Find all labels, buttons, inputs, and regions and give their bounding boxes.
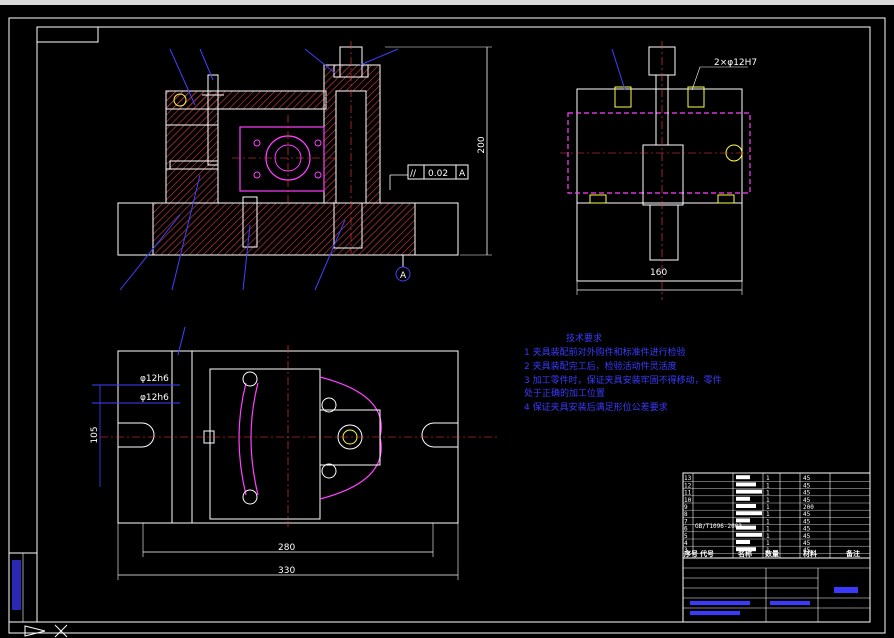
parts-row-qty: 1: [766, 475, 770, 482]
parts-row-qty: 1: [766, 497, 770, 504]
dim-plan-side: 105: [90, 426, 100, 443]
parts-row-no: 5: [684, 533, 688, 540]
parts-row-name-glyph: [736, 532, 762, 537]
parts-row-qty: 1: [766, 526, 770, 533]
parts-row-name-glyph: [736, 475, 750, 480]
parts-row-no: 6: [684, 526, 688, 533]
dim-side-width: 160: [650, 268, 667, 278]
parts-row-material: 45: [803, 482, 811, 489]
corner-box: [36, 26, 99, 43]
dim-hole-callout: 2×φ12H7: [714, 58, 757, 68]
parts-row-name-glyph: [736, 496, 750, 501]
plan-view: [92, 326, 500, 580]
dim-plan-inner: 280: [278, 543, 295, 553]
parts-row-qty: 1: [766, 482, 770, 489]
parts-row-material: 45: [803, 518, 811, 525]
left-revision-strip: [8, 552, 38, 623]
header-name: 名称: [738, 549, 752, 558]
tolerance-datum: A: [459, 169, 466, 179]
parts-row-qty: 1: [766, 490, 770, 497]
tech-req-item-3: 3 加工零件时，保证夹具安装牢固不得移动，零件: [524, 374, 722, 386]
outer-frame: [8, 17, 886, 634]
parts-row-no: 11: [684, 490, 692, 497]
parts-row-no: 7: [684, 518, 688, 525]
parts-row-qty: 1: [766, 547, 770, 554]
tech-req-item-5: 4 保证夹具安装后满足形位公差要求: [524, 401, 668, 413]
tech-req-item-4: 处于正确的加工位置: [524, 387, 605, 399]
parts-row-name-glyph: [736, 525, 756, 530]
parts-row-material: 45: [803, 490, 811, 497]
parts-table-header: 序号 代号 名称 数量 材料 备注: [683, 549, 860, 558]
parts-row-name-glyph: [736, 489, 762, 494]
parts-row-material: 45: [803, 475, 811, 482]
parts-row-material: 45: [803, 540, 811, 547]
dim-plan-outer: 330: [278, 566, 295, 576]
parts-row-no: 10: [684, 497, 692, 504]
parts-row-name-glyph: [736, 547, 756, 552]
datum-label: A: [400, 271, 407, 281]
front-view: [117, 41, 492, 291]
parts-row-no: 12: [684, 482, 692, 489]
dim-plan-left-2: φ12h6: [140, 393, 169, 403]
tech-req-item-2: 2 夹具装配完工后，检验活动件灵活度: [524, 360, 677, 372]
parts-table: [682, 472, 871, 623]
parts-row-material: 45: [803, 533, 811, 540]
dim-front-height: 200: [477, 136, 487, 153]
parts-row-name-glyph: [736, 504, 756, 508]
header-no: 序号: [683, 549, 698, 558]
header-code: 代号: [699, 549, 714, 558]
parts-gb-row: GB/T1096-2003: [695, 523, 742, 530]
parts-row-material: 45: [803, 497, 811, 504]
parts-row-qty: 1: [766, 533, 770, 540]
parts-row-no: 4: [684, 540, 688, 547]
parts-row-name-glyph: [736, 518, 750, 523]
parts-row-qty: 1: [766, 518, 770, 525]
title-bar-strip: [0, 0, 894, 5]
parts-row-no: 3: [684, 547, 688, 554]
header-qty: 数量: [765, 549, 779, 558]
parts-row-no: 13: [684, 475, 692, 482]
drawing-canvas[interactable]: 200 // 0.02 A A 160 2×φ12H7: [0, 5, 894, 638]
parts-row-qty: 1: [766, 504, 770, 511]
parts-row-no: 9: [684, 504, 688, 511]
ucs-icon: [24, 624, 68, 638]
parts-row-material: 45: [803, 511, 811, 518]
tolerance-value: 0.02: [428, 169, 448, 179]
parts-row-name-glyph: [736, 482, 756, 487]
parts-row-name-glyph: [736, 511, 762, 516]
dim-plan-left-1: φ12h6: [140, 374, 169, 384]
parts-row-material: 200: [803, 504, 814, 511]
header-material: 材料: [802, 549, 817, 558]
tolerance-symbol: //: [410, 169, 417, 179]
parts-row-qty: 1: [766, 511, 770, 518]
parts-row-name-glyph: [736, 540, 750, 544]
parts-row-material: 45: [803, 547, 811, 554]
parts-row-no: 8: [684, 511, 688, 518]
header-remark: 备注: [845, 549, 860, 558]
parts-row-qty: 1: [766, 540, 770, 547]
side-view: [560, 41, 751, 300]
inner-frame: [36, 26, 871, 623]
tech-req-item-1: 1 夹具装配前对外购件和标准件进行检验: [524, 346, 686, 358]
tech-req-title: 技术要求: [566, 332, 602, 344]
parts-row-material: 45: [803, 526, 811, 533]
